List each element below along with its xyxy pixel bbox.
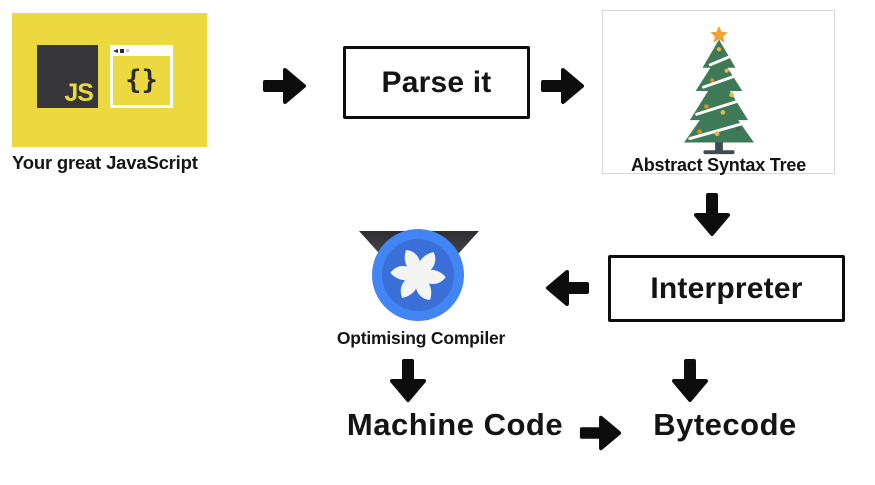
bytecode-label: Bytecode — [653, 407, 797, 442]
ast-node: Abstract Syntax Tree — [602, 10, 835, 175]
christmas-tree-icon — [683, 25, 754, 155]
arrow-right-icon-source-parse — [261, 65, 307, 107]
parse-label: Parse it — [381, 65, 492, 99]
arrow-down-icon-ast-interpreter — [691, 191, 733, 237]
window-dot-icon — [120, 48, 124, 53]
tree-ornaments — [696, 47, 741, 137]
window-dot-light-icon — [126, 49, 129, 52]
js-logo-glyph: JS — [64, 79, 94, 107]
interpreter-node: Interpreter — [608, 255, 845, 322]
window-content: {} — [113, 56, 170, 105]
compiler-label: Optimising Compiler — [336, 328, 506, 348]
arrow-down-icon-interpreter-bytecode — [669, 357, 711, 403]
tree-garland — [687, 55, 750, 141]
js-logo-icon: JS — [37, 45, 98, 108]
interpreter-label: Interpreter — [650, 271, 803, 305]
ast-label: Abstract Syntax Tree — [630, 155, 807, 175]
tree-trunk — [702, 137, 735, 155]
arrow-left-icon-interpreter-compiler — [545, 267, 591, 309]
machine-code-label: Machine Code — [346, 407, 564, 442]
window-titlebar — [110, 45, 173, 56]
tree-foliage — [683, 39, 754, 143]
window-back-icon — [113, 48, 118, 53]
tree-star-icon — [709, 25, 728, 43]
braces-glyph: {} — [125, 65, 158, 96]
source-node: JS {} — [12, 13, 207, 147]
turbofan-fan — [372, 229, 464, 321]
arrow-right-icon-parse-ast — [539, 65, 585, 107]
source-label: Your great JavaScript — [12, 152, 198, 173]
code-window-icon: {} — [110, 45, 173, 108]
arrow-down-icon-compiler-machinecode — [387, 357, 429, 403]
turbofan-icon — [359, 229, 479, 321]
parse-node: Parse it — [343, 46, 530, 119]
arrow-right-icon-machinecode-bytecode — [578, 411, 622, 455]
